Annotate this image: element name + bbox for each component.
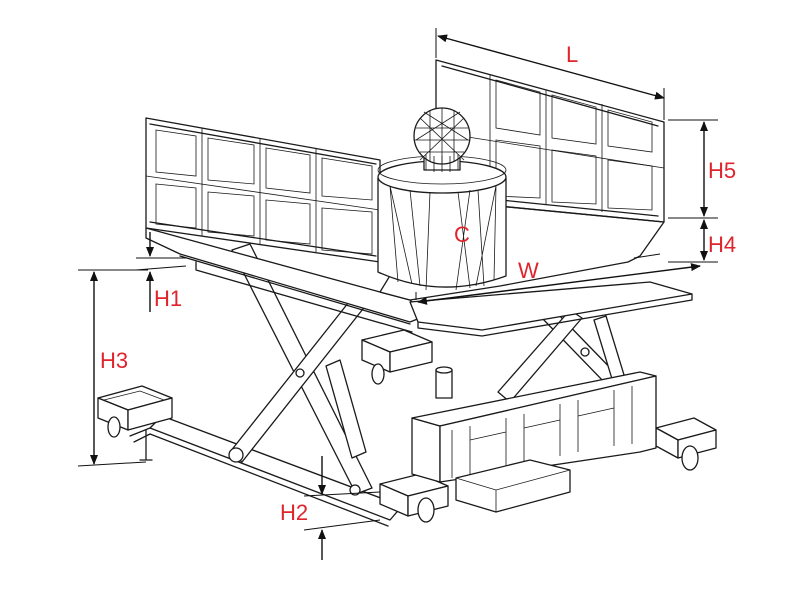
dimension-H1 [135, 232, 187, 312]
label-H5: H5 [708, 158, 736, 183]
label-H3: H3 [100, 348, 128, 373]
dimension-H5 [668, 119, 718, 219]
cylinder-load [377, 107, 507, 291]
label-H2: H2 [280, 500, 308, 525]
label-L: L [566, 42, 578, 67]
dimension-H2 [303, 456, 381, 560]
caster-middle [361, 329, 453, 399]
rear-frame [411, 371, 657, 513]
label-W: W [518, 258, 539, 283]
caster-rear-right [655, 417, 717, 471]
dimension-H4 [668, 219, 718, 263]
scissor-mechanism [228, 243, 629, 496]
dimension-H3 [77, 269, 148, 467]
caster-front-left [97, 385, 173, 461]
dimension-W [415, 253, 701, 305]
label-H4: H4 [708, 232, 736, 257]
label-H1: H1 [154, 286, 182, 311]
label-C: C [454, 222, 470, 247]
labels: L H5 H4 C W H1 H3 H2 [100, 42, 736, 525]
dimension-L [435, 28, 665, 120]
